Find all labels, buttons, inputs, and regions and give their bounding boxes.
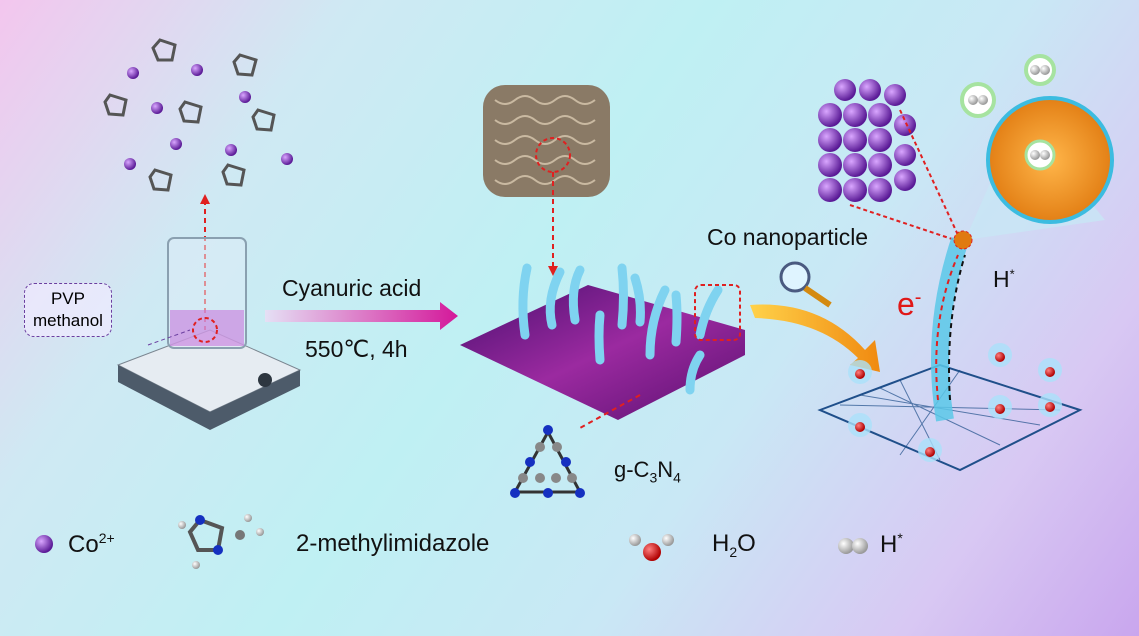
- legend-ligand-icon: [178, 514, 264, 569]
- temperature-label: 550℃, 4h: [305, 336, 408, 362]
- g-c3n4-label: g-C3N4: [614, 457, 681, 486]
- h-star-label: H*: [993, 266, 1015, 292]
- nanotube: [931, 237, 969, 422]
- sem-image: [483, 85, 610, 197]
- process-arrow: [265, 302, 458, 330]
- legend-ligand-label: 2-methylimidazole: [296, 530, 490, 557]
- magnifier-icon: [779, 261, 811, 293]
- legend-h-label: H*: [880, 530, 903, 558]
- legend-h-icon: [838, 538, 868, 554]
- legend-water-icon: [629, 534, 674, 561]
- methanol-label: methanol: [33, 311, 103, 330]
- carbon-nanotubes: [518, 263, 723, 395]
- water-molecules: [848, 343, 1062, 462]
- cyanuric-acid-label: Cyanuric acid: [282, 275, 422, 301]
- co-cube: [818, 79, 916, 202]
- electron-label: e-: [897, 286, 922, 322]
- zif-precursor-cluster: [103, 38, 293, 192]
- pvp-label: PVP: [50, 289, 85, 308]
- legend-co-icon: [35, 535, 53, 553]
- legend-co-label: Co2+: [68, 530, 115, 558]
- beaker: [167, 237, 247, 349]
- g-c3n4-structure: [510, 425, 585, 498]
- pvp-methanol-box: PVP methanol: [24, 283, 112, 337]
- legend-water-label: H2O: [712, 530, 756, 560]
- co-nanoparticle-label: Co nanoparticle: [707, 224, 869, 250]
